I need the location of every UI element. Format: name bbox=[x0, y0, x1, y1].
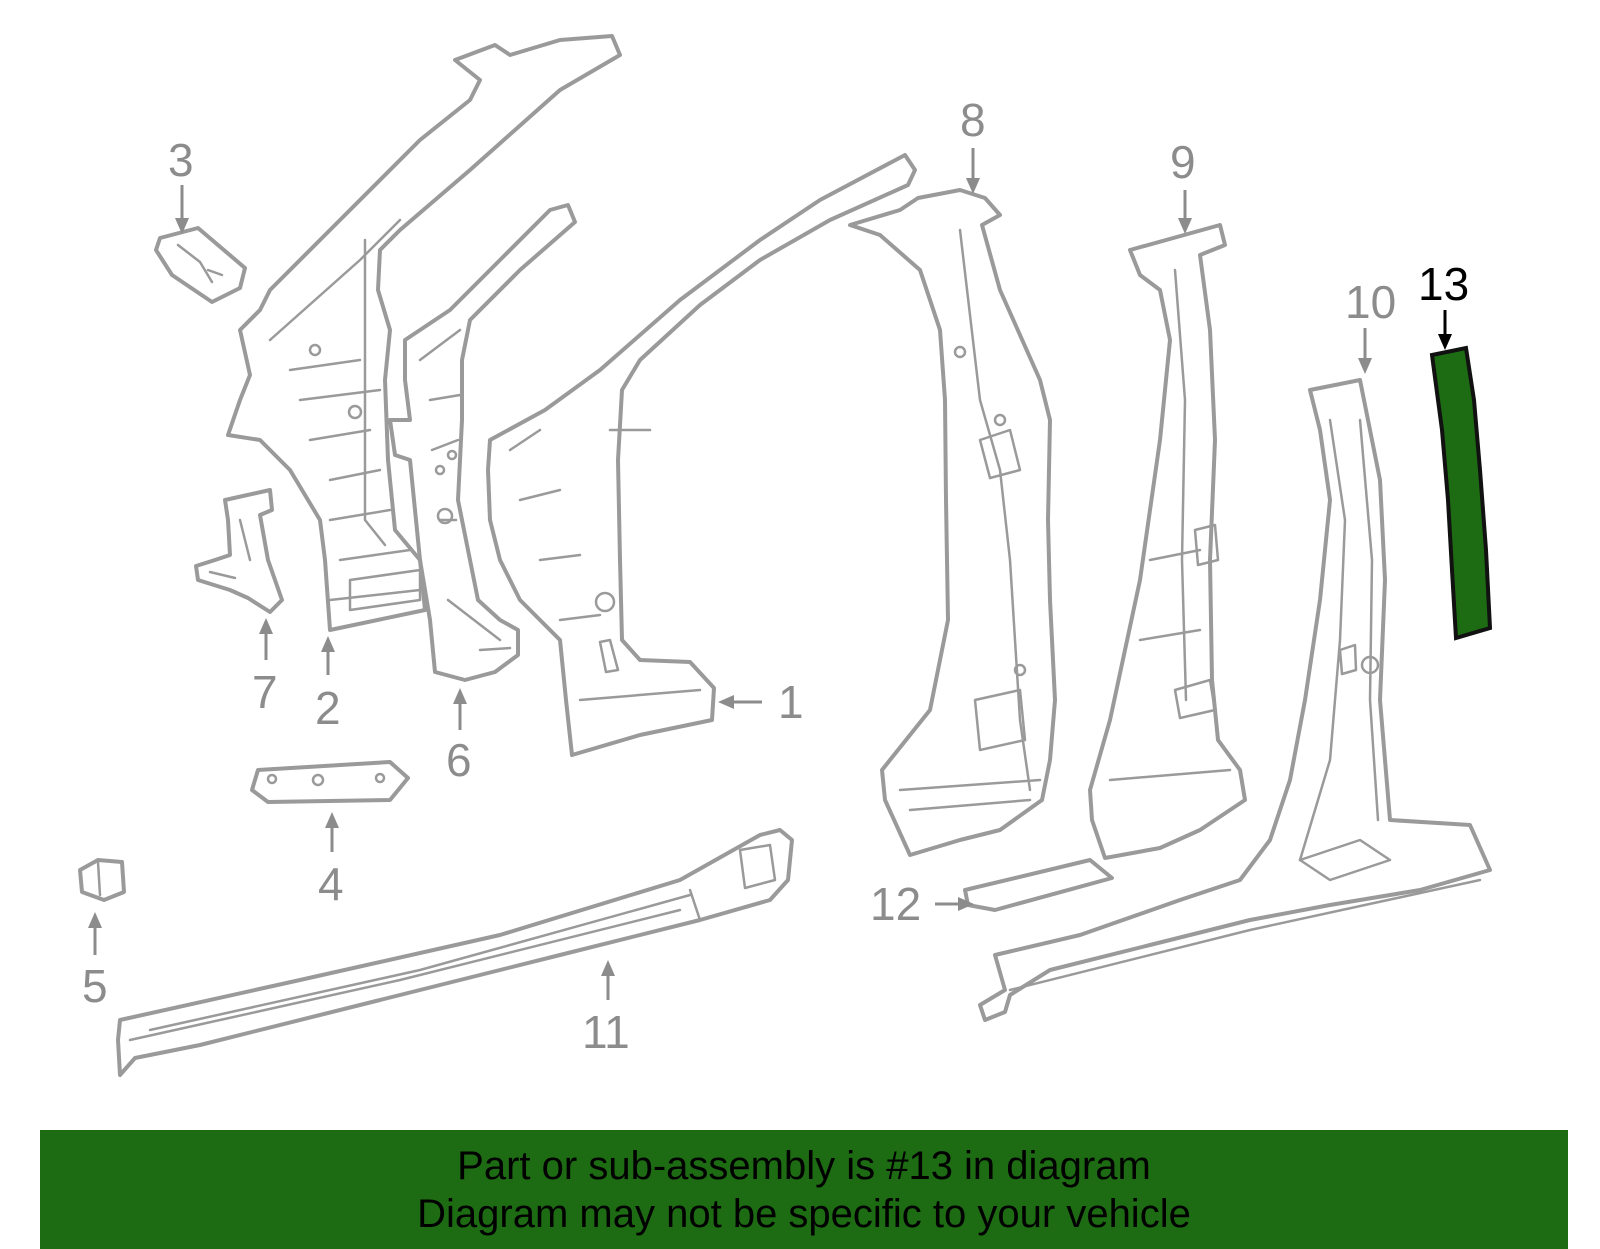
callout-3: 3 bbox=[168, 134, 194, 186]
part-6-inner-pillar[interactable] bbox=[388, 203, 577, 682]
banner-line-part-number: Part or sub-assembly is #13 in diagram bbox=[457, 1143, 1151, 1188]
callout-5: 5 bbox=[82, 960, 108, 1012]
callout-6: 6 bbox=[446, 734, 472, 786]
part-12-plate[interactable] bbox=[963, 858, 1114, 912]
callout-9: 9 bbox=[1170, 136, 1196, 188]
part-11-rocker-panel[interactable] bbox=[116, 828, 794, 1077]
part-8-center-pillar[interactable] bbox=[848, 188, 1057, 857]
callout-2: 2 bbox=[315, 682, 341, 734]
callout-11: 11 bbox=[582, 1006, 630, 1058]
part-9-center-pillar-outer[interactable] bbox=[1088, 223, 1247, 860]
leaders bbox=[88, 148, 1452, 1000]
callout-10: 10 bbox=[1345, 276, 1396, 328]
callout-1: 1 bbox=[778, 676, 804, 728]
info-banner: Part or sub-assembly is #13 in diagram D… bbox=[40, 1130, 1568, 1249]
part-10-body-side[interactable] bbox=[978, 378, 1492, 1022]
part-4-reinforcement[interactable] bbox=[250, 760, 410, 804]
banner-line-disclaimer: Diagram may not be specific to your vehi… bbox=[417, 1191, 1191, 1236]
parts-diagram: 1 2 3 4 5 6 7 8 9 10 11 12 13 bbox=[78, 34, 1493, 1077]
callout-7: 7 bbox=[252, 666, 278, 718]
part-2-pillar-assembly[interactable] bbox=[226, 34, 622, 632]
callout-12: 12 bbox=[870, 878, 921, 930]
callout-8: 8 bbox=[960, 94, 986, 146]
callout-labels: 1 2 3 4 5 6 7 8 9 10 11 12 13 bbox=[82, 94, 1469, 1058]
part-3-bracket[interactable] bbox=[154, 226, 247, 304]
part-13-highlighted-trim[interactable] bbox=[1429, 345, 1493, 641]
callout-4: 4 bbox=[318, 858, 344, 910]
callout-13: 13 bbox=[1418, 258, 1469, 310]
part-7-lower-bracket[interactable] bbox=[194, 488, 284, 614]
part-5-cap[interactable] bbox=[78, 858, 126, 902]
part-1-outer-panel[interactable] bbox=[486, 153, 917, 757]
